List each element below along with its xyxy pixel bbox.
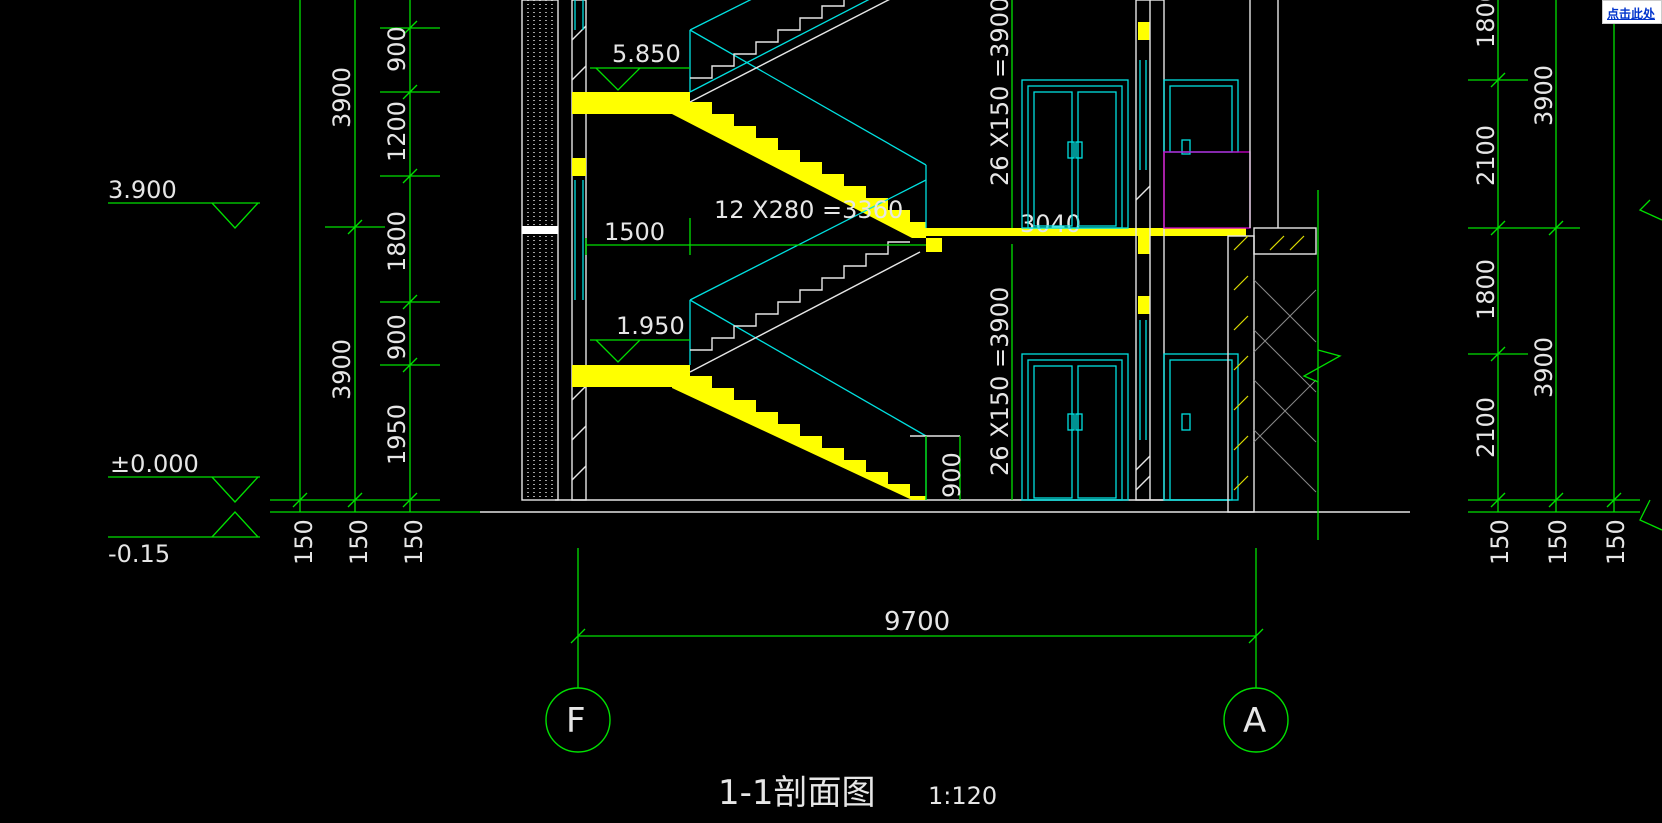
- floor-dim-label: 3040: [1020, 210, 1081, 238]
- axis-bubble-left: [545, 687, 611, 753]
- dim-left-inner-1: 900: [383, 26, 411, 72]
- axis-bubble-right: [1223, 687, 1289, 753]
- stair-dimensions: [585, 0, 1013, 500]
- dim-right-inner-2: 2100: [1472, 125, 1500, 186]
- landing-width-label: 1500: [604, 218, 665, 246]
- dim-right-bottom-1: 150: [1486, 519, 1514, 565]
- retaining-wall: [1227, 190, 1342, 540]
- stair-run-label: 12 X280 =3360: [714, 196, 903, 224]
- dim-right-inner-3: 1800: [1472, 259, 1500, 320]
- middle-wall: [1135, 0, 1165, 501]
- right-door-lower: [1163, 353, 1239, 501]
- stair-projection: [689, 0, 960, 500]
- drawing-scale: 1:120: [928, 782, 997, 810]
- dim-left-outer-1: 3900: [328, 67, 356, 128]
- riser-lower-label: 26 X150 =3900: [986, 287, 1014, 476]
- overall-dimension: [570, 548, 1264, 688]
- dim-right-bottom-3: 150: [1602, 519, 1630, 565]
- right-door-upper: [1163, 79, 1251, 229]
- dim-right-outer-2: 3900: [1530, 337, 1558, 398]
- left-elevation-marks: [108, 202, 480, 538]
- dim-left-inner-2: 1200: [383, 101, 411, 162]
- landing-elevation-marks: [590, 67, 690, 363]
- dim-bottom-3: 150: [400, 519, 428, 565]
- dim-bottom-1: 150: [290, 519, 318, 565]
- right-dimension-lines: [1468, 0, 1662, 531]
- dim-left-inner-5: 1950: [383, 404, 411, 465]
- ground-line: [480, 499, 1410, 513]
- axis-label-left: F: [566, 701, 586, 741]
- rail-height-label: 900: [938, 452, 966, 498]
- elevation-outside: -0.15: [108, 540, 170, 568]
- click-here-link[interactable]: 点击此处: [1602, 0, 1662, 24]
- dim-right-outer-1: 3900: [1530, 65, 1558, 126]
- dim-left-inner-3: 1800: [383, 211, 411, 272]
- inner-wall-left: [571, 0, 587, 501]
- landing-elevation-upper: 5.850: [612, 40, 681, 68]
- dim-left-outer-2: 3900: [328, 339, 356, 400]
- dim-right-bottom-2: 150: [1544, 519, 1572, 565]
- drawing-title: 1-1剖面图: [718, 773, 876, 813]
- door-lower: [1021, 353, 1129, 501]
- landing-elevation-lower: 1.950: [616, 312, 685, 340]
- left-dimension-lines: [270, 0, 440, 512]
- upper-stair-cut: [572, 22, 1246, 314]
- riser-upper-label: 26 X150 =3900: [986, 0, 1014, 186]
- door-upper: [1021, 79, 1129, 229]
- elevation-ground: ±0.000: [110, 450, 199, 478]
- dim-bottom-2: 150: [345, 519, 373, 565]
- dim-right-inner-1: 1800: [1472, 0, 1500, 48]
- dim-right-inner-4: 2100: [1472, 397, 1500, 458]
- axis-label-right: A: [1243, 701, 1266, 741]
- lower-stair-cut: [572, 365, 926, 500]
- overall-dim-label: 9700: [884, 607, 950, 637]
- dim-left-inner-4: 900: [383, 314, 411, 360]
- left-exterior-wall: [521, 0, 559, 501]
- elevation-top: 3.900: [108, 176, 177, 204]
